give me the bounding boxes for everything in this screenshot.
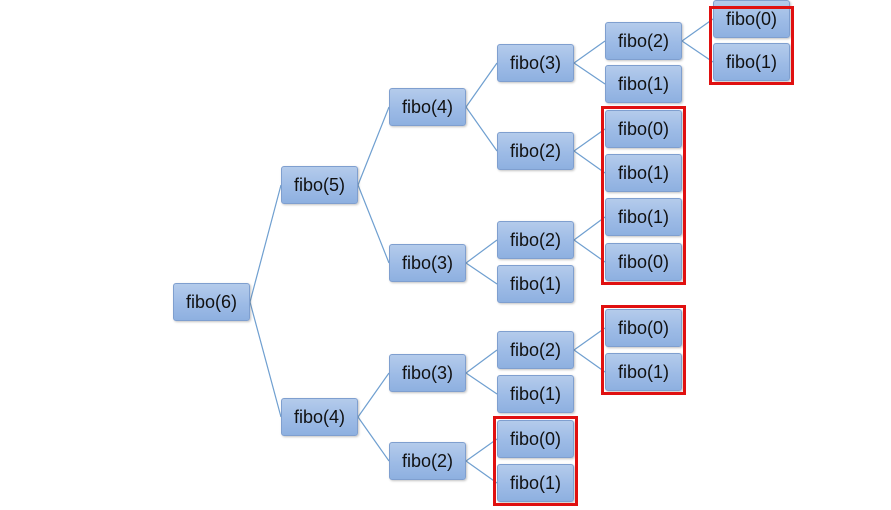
tree-node-n11: fibo(1): [497, 265, 574, 303]
edge-n16-n25: [681, 40, 714, 63]
edge-n8-n16: [573, 40, 606, 64]
tree-node-n18: fibo(0): [605, 110, 682, 148]
tree-node-n9: fibo(2): [497, 132, 574, 170]
tree-node-n14: fibo(0): [497, 420, 574, 458]
edge-n9-n19: [573, 150, 606, 174]
tree-node-n12: fibo(2): [497, 331, 574, 369]
edge-n12-n23: [573, 349, 606, 373]
edge-n6-n13: [465, 372, 498, 395]
tree-node-n25: fibo(1): [713, 43, 790, 81]
edge-n7-n15: [465, 460, 498, 484]
edge-n10-n21: [573, 239, 606, 263]
edge-n4-n8: [465, 62, 498, 108]
tree-node-n16: fibo(2): [605, 22, 682, 60]
edge-n5-n10: [465, 239, 498, 264]
tree-node-n8: fibo(3): [497, 44, 574, 82]
tree-node-n21: fibo(0): [605, 243, 682, 281]
tree-node-n5: fibo(3): [389, 244, 466, 282]
tree-node-n22: fibo(0): [605, 309, 682, 347]
edge-n3-n7: [357, 416, 390, 462]
edge-n7-n14: [465, 438, 498, 462]
edge-n4-n9: [465, 106, 498, 152]
tree-node-n13: fibo(1): [497, 375, 574, 413]
tree-node-n7: fibo(2): [389, 442, 466, 480]
highlight-box-2: [601, 106, 686, 285]
edge-n2-n4: [357, 106, 390, 186]
tree-node-n1: fibo(6): [173, 283, 250, 321]
edge-n5-n11: [465, 262, 498, 285]
edge-n2-n5: [357, 184, 390, 264]
edge-n1-n3: [249, 301, 282, 418]
highlight-box-1: [709, 6, 794, 85]
tree-node-n6: fibo(3): [389, 354, 466, 392]
tree-node-n17: fibo(1): [605, 65, 682, 103]
edge-n10-n20: [573, 216, 606, 241]
tree-node-n15: fibo(1): [497, 464, 574, 502]
edge-n16-n24: [681, 18, 714, 42]
edge-n3-n6: [357, 372, 390, 418]
edge-n8-n17: [573, 62, 606, 85]
tree-node-n23: fibo(1): [605, 353, 682, 391]
edge-n9-n18: [573, 128, 606, 152]
highlight-box-4: [493, 416, 578, 506]
edge-n6-n12: [465, 349, 498, 374]
tree-node-n19: fibo(1): [605, 154, 682, 192]
edge-n1-n2: [249, 184, 282, 303]
highlight-box-3: [601, 305, 686, 395]
tree-node-n4: fibo(4): [389, 88, 466, 126]
edge-n12-n22: [573, 327, 606, 351]
tree-node-n3: fibo(4): [281, 398, 358, 436]
tree-node-n10: fibo(2): [497, 221, 574, 259]
tree-node-n2: fibo(5): [281, 166, 358, 204]
tree-node-n20: fibo(1): [605, 198, 682, 236]
